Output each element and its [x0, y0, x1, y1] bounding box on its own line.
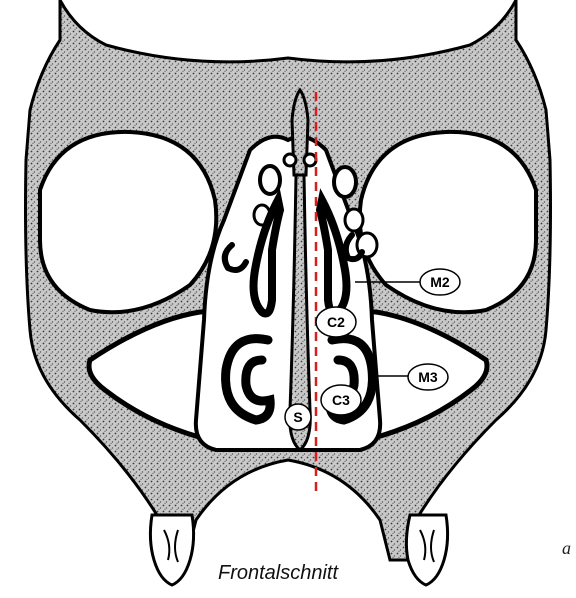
crista-knob — [304, 154, 316, 166]
label-c3-text: C3 — [332, 392, 350, 408]
label-c2-text: C2 — [327, 314, 345, 330]
ethmoid-cell — [334, 167, 356, 197]
ethmoid-cell — [345, 209, 363, 231]
label-c2: C2 — [316, 307, 356, 337]
ethmoid-cell — [260, 166, 280, 194]
edge-letter: a — [562, 538, 571, 559]
label-s: S — [285, 404, 311, 430]
left-tooth — [150, 515, 193, 585]
right-tooth — [406, 515, 447, 585]
label-c3: C3 — [321, 385, 361, 415]
label-m3: M3 — [408, 364, 448, 390]
section-caption: Frontalschnitt — [218, 562, 338, 585]
label-m2-text: M2 — [430, 274, 450, 290]
crista-knob — [284, 154, 296, 166]
label-m2: M2 — [420, 269, 460, 295]
label-s-text: S — [293, 409, 302, 425]
left-orbit — [40, 132, 216, 312]
label-m3-text: M3 — [418, 369, 438, 385]
